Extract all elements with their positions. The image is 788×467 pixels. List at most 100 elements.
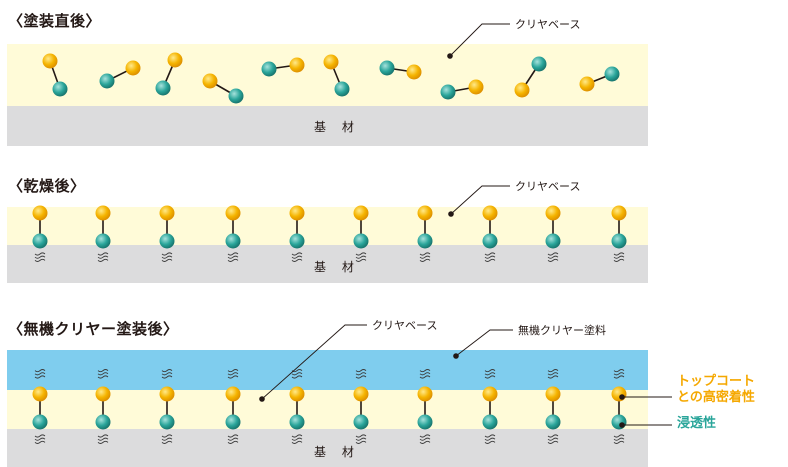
teal-atom (482, 233, 498, 249)
bond-wave (419, 440, 431, 444)
bond-wave (97, 372, 109, 376)
bond-wave (97, 434, 109, 438)
bond-wave (34, 434, 46, 438)
orange-atom (545, 386, 561, 402)
clear-base-label: クリヤベース (515, 18, 581, 31)
leader-dot (619, 394, 625, 400)
teal-atom (159, 414, 175, 430)
bond-wave (419, 369, 431, 373)
orange-atom (353, 386, 369, 402)
bond-wave (291, 372, 303, 376)
orange-atom (468, 79, 484, 95)
leader-line (449, 23, 510, 57)
bond-wave (291, 440, 303, 444)
bond-wave (613, 372, 625, 376)
bond-wave (34, 255, 46, 259)
teal-atom (289, 414, 305, 430)
bond-wave (613, 440, 625, 444)
bond-wave (613, 375, 625, 379)
teal-atom (225, 414, 241, 430)
bond-wave (227, 369, 239, 373)
bond-wave (97, 440, 109, 444)
orange-atom (323, 54, 339, 70)
bond-wave (613, 434, 625, 438)
orange-atom (514, 82, 530, 98)
bond-wave (547, 375, 559, 379)
bond-wave (547, 440, 559, 444)
orange-atom (225, 205, 241, 221)
bond-wave (355, 372, 367, 376)
orange-atom (225, 386, 241, 402)
orange-atom (289, 386, 305, 402)
leader-dot (453, 353, 459, 359)
bond-wave (291, 437, 303, 441)
bond-wave (613, 369, 625, 373)
orange-atom (167, 52, 183, 68)
bond-wave (97, 252, 109, 256)
orange-atom (202, 73, 218, 89)
leader-dot (619, 422, 625, 428)
inorganic-clear-coat-label: 無機クリヤー塗料 (518, 324, 606, 337)
orange-atom (289, 57, 305, 73)
section-title-after-inorganic-clear: 〈無機クリヤー塗装後〉 (8, 320, 179, 338)
teal-atom (52, 81, 68, 97)
topcoat-adhesion-label: トップコート との高密着性 (677, 374, 755, 406)
clear-base-layer (7, 44, 648, 106)
bond-wave (161, 372, 173, 376)
teal-atom (95, 233, 111, 249)
bond-wave (34, 372, 46, 376)
teal-atom (155, 80, 171, 96)
teal-atom (379, 60, 395, 76)
clear-base-label: クリヤベース (515, 180, 581, 193)
orange-atom (353, 205, 369, 221)
bond-wave (484, 252, 496, 256)
teal-atom (99, 73, 115, 89)
bond-wave (613, 252, 625, 256)
teal-atom (289, 233, 305, 249)
orange-atom (579, 76, 595, 92)
teal-atom (353, 414, 369, 430)
bond-wave (547, 255, 559, 259)
bond-wave (34, 437, 46, 441)
teal-atom (353, 233, 369, 249)
bond-wave (547, 372, 559, 376)
bond-wave (355, 258, 367, 262)
substrate-layer (7, 106, 648, 146)
teal-atom (482, 414, 498, 430)
leader-dot (447, 53, 453, 59)
bond-wave (227, 255, 239, 259)
bond-wave (97, 258, 109, 262)
teal-atom (440, 84, 456, 100)
clear-base-label: クリヤベース (372, 319, 438, 332)
teal-atom (159, 233, 175, 249)
teal-atom (228, 88, 244, 104)
bond-wave (161, 434, 173, 438)
leader-dot (259, 396, 265, 402)
bond-wave (484, 369, 496, 373)
substrate-label: 基 材 (314, 445, 360, 459)
bond-wave (484, 375, 496, 379)
bond-wave (419, 255, 431, 259)
bond-wave (97, 375, 109, 379)
teal-atom (531, 56, 547, 72)
bond-wave (291, 252, 303, 256)
teal-atom (417, 414, 433, 430)
orange-atom (482, 205, 498, 221)
substrate-label: 基 材 (314, 260, 360, 274)
bond-wave (355, 369, 367, 373)
leader-line (450, 185, 510, 215)
bond-wave (419, 252, 431, 256)
bond-wave (227, 434, 239, 438)
bond-wave (291, 258, 303, 262)
teal-atom (611, 414, 627, 430)
bond-wave (547, 252, 559, 256)
bond-wave (227, 375, 239, 379)
orange-atom (482, 386, 498, 402)
bond-wave (419, 437, 431, 441)
leader-line (455, 329, 513, 357)
bond-wave (291, 434, 303, 438)
bond-wave (161, 255, 173, 259)
orange-atom (42, 53, 58, 69)
bond-wave (34, 252, 46, 256)
